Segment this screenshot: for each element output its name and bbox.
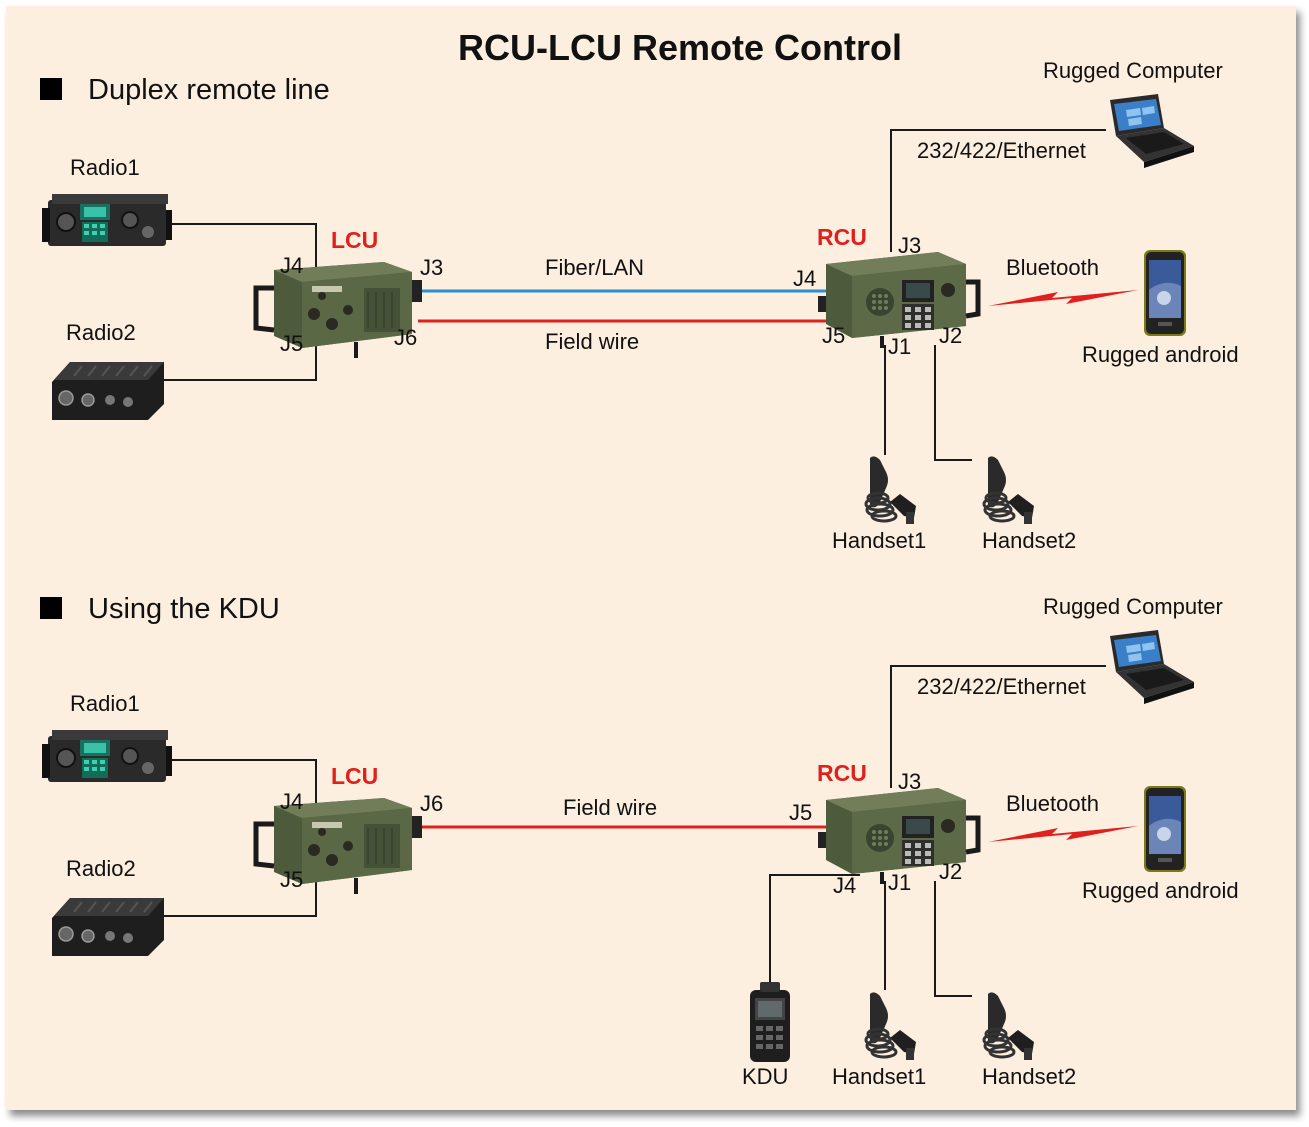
handset2-label: Handset2: [982, 528, 1076, 553]
radio1-device: [41, 193, 173, 247]
lcu-port-j6: J6: [394, 325, 417, 350]
rugged-computer-label: Rugged Computer: [1043, 58, 1223, 83]
lcu-label: LCU: [331, 227, 378, 253]
lcu-port-j5: J5: [280, 331, 303, 356]
radio2-device: [51, 361, 165, 421]
diagram-panel: [6, 6, 1296, 1110]
diagram-title: RCU-LCU Remote Control: [458, 27, 902, 68]
rugged-computer-icon: [1110, 94, 1194, 168]
radio1-label: Radio1: [70, 691, 140, 716]
handset1-icon: [864, 454, 918, 526]
bluetooth-label: Bluetooth: [1006, 255, 1099, 280]
section-heading: Duplex remote line: [88, 74, 330, 106]
radio1-label: Radio1: [70, 155, 140, 180]
section-bullet: [40, 78, 62, 100]
rcu-port-j1: J1: [888, 870, 911, 895]
handset1-label: Handset1: [832, 528, 926, 553]
rugged-computer-icon: [1110, 630, 1194, 704]
rcu-port-j3: J3: [898, 233, 921, 258]
handset1-label: Handset1: [832, 1064, 926, 1089]
computer-link-label: 232/422/Ethernet: [917, 138, 1086, 163]
section-heading: Using the KDU: [88, 593, 280, 625]
wires: [160, 129, 1106, 461]
bluetooth-bolt-icon: [988, 826, 1138, 842]
fiber-lan-label: Fiber/LAN: [545, 255, 644, 280]
bluetooth-label: Bluetooth: [1006, 791, 1099, 816]
rcu-port-j2: J2: [939, 859, 962, 884]
rcu-port-j1: J1: [888, 334, 911, 359]
rugged-android-icon: [1144, 250, 1186, 336]
lcu-port-j4: J4: [280, 253, 303, 278]
rcu-port-j3: J3: [898, 769, 921, 794]
rcu-port-j5: J5: [822, 323, 845, 348]
lcu-port-j6: J6: [420, 791, 443, 816]
section-duplex-remote-line: Duplex remote line Radio1 Radio2 LCU RCU…: [40, 58, 1239, 553]
rugged-computer-label: Rugged Computer: [1043, 594, 1223, 619]
rcu-label: RCU: [817, 224, 867, 250]
rcu-port-j5: J5: [789, 800, 812, 825]
handset2-icon: [982, 990, 1036, 1062]
rugged-android-label: Rugged android: [1082, 878, 1239, 903]
lcu-port-j4: J4: [280, 789, 303, 814]
lcu-port-j5: J5: [280, 867, 303, 892]
radio2-device: [51, 897, 165, 957]
rcu-label: RCU: [817, 760, 867, 786]
rcu-port-j2: J2: [939, 323, 962, 348]
lcu-port-j3: J3: [420, 255, 443, 280]
rugged-android-icon: [1144, 786, 1186, 872]
rcu-port-j4: J4: [793, 266, 816, 291]
section-bullet: [40, 597, 62, 619]
lcu-label: LCU: [331, 763, 378, 789]
radio2-label: Radio2: [66, 856, 136, 881]
handset2-label: Handset2: [982, 1064, 1076, 1089]
section-using-the-kdu: Using the KDU Radio1 Radio2 LCU RCU J4 J…: [40, 593, 1239, 1089]
handset1-icon: [864, 990, 918, 1062]
handset2-icon: [982, 454, 1036, 526]
bluetooth-bolt-icon: [988, 290, 1138, 306]
kdu-label: KDU: [742, 1064, 788, 1089]
radio2-label: Radio2: [66, 320, 136, 345]
computer-link-label: 232/422/Ethernet: [917, 674, 1086, 699]
rugged-android-label: Rugged android: [1082, 342, 1239, 367]
field-wire-label: Field wire: [563, 795, 657, 820]
rcu-port-j4: J4: [833, 873, 856, 898]
kdu-device: [750, 982, 790, 1062]
wires: [160, 665, 1106, 997]
radio1-device: [41, 729, 173, 783]
field-wire-label: Field wire: [545, 329, 639, 354]
